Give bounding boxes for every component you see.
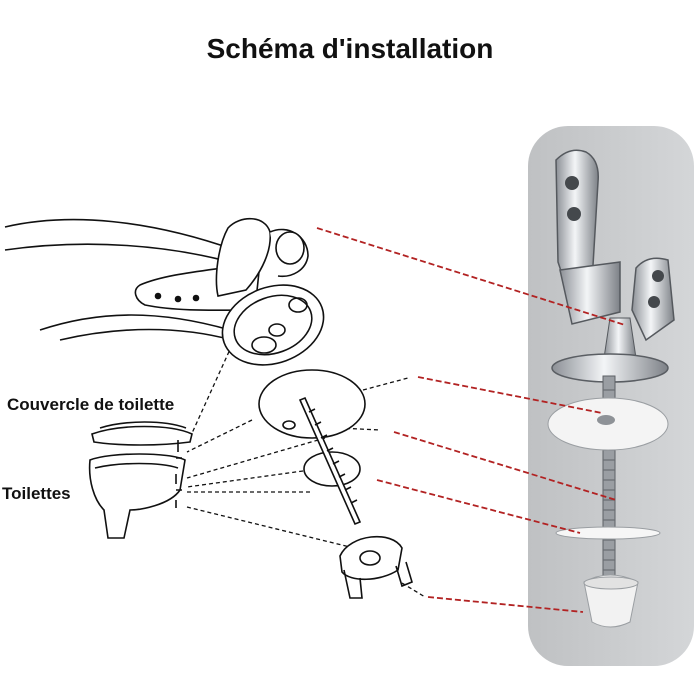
- hinge-icon: [551, 149, 675, 383]
- label-toilet-lid: Couvercle de toilette: [7, 395, 175, 414]
- toilet-drawing: [88, 453, 186, 539]
- washer-icon: [258, 369, 366, 487]
- seat-outline-top: [4, 218, 236, 251]
- red-connector-lines: [316, 227, 626, 613]
- page-title: Schéma d'installation: [206, 33, 494, 64]
- toilet-lid-drawing: [91, 421, 193, 446]
- product-photo: [528, 126, 694, 666]
- label-toilet: Toilettes: [2, 484, 71, 503]
- line-drawing: [4, 217, 413, 599]
- hinge-icon: [134, 217, 325, 366]
- screw-icon: [298, 396, 362, 526]
- washer-icon: [547, 397, 669, 540]
- nut-icon: [339, 535, 413, 599]
- nut-icon: [583, 574, 639, 628]
